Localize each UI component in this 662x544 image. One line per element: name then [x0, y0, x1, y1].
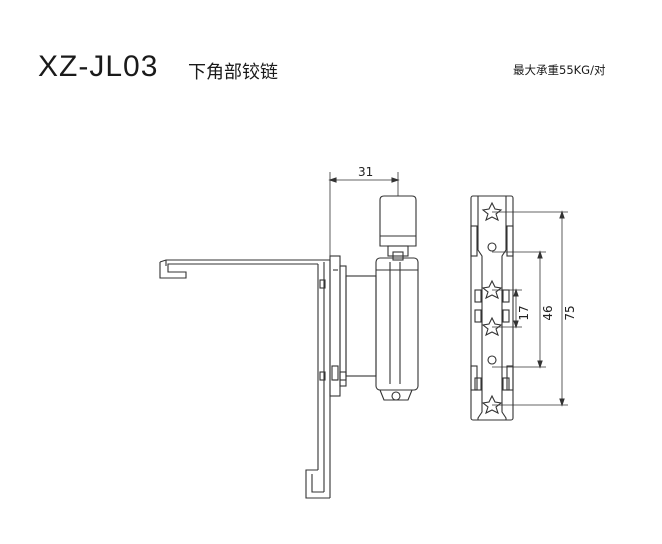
front-view-holes: [481, 201, 503, 415]
dimension-75: [559, 210, 565, 407]
dimension-46-label: 46: [541, 305, 555, 320]
front-view-extension-lines: [492, 211, 568, 406]
side-view-bracket: [159, 259, 331, 499]
side-view-mount-block: [329, 255, 377, 397]
dimension-17: [513, 288, 519, 329]
dimension-31-label: 31: [358, 165, 373, 179]
product-name: 下角部铰链: [188, 62, 278, 83]
model-code: XZ-JL03: [38, 50, 159, 83]
max-load-label: 最大承重55KG/对: [513, 63, 606, 77]
dimension-75-label: 75: [563, 305, 577, 320]
dimension-17-label: 17: [517, 305, 531, 320]
side-view-roller: [375, 195, 419, 401]
dimension-46: [537, 250, 543, 369]
dimension-31: [328, 172, 400, 256]
front-view-plate: [470, 195, 514, 421]
